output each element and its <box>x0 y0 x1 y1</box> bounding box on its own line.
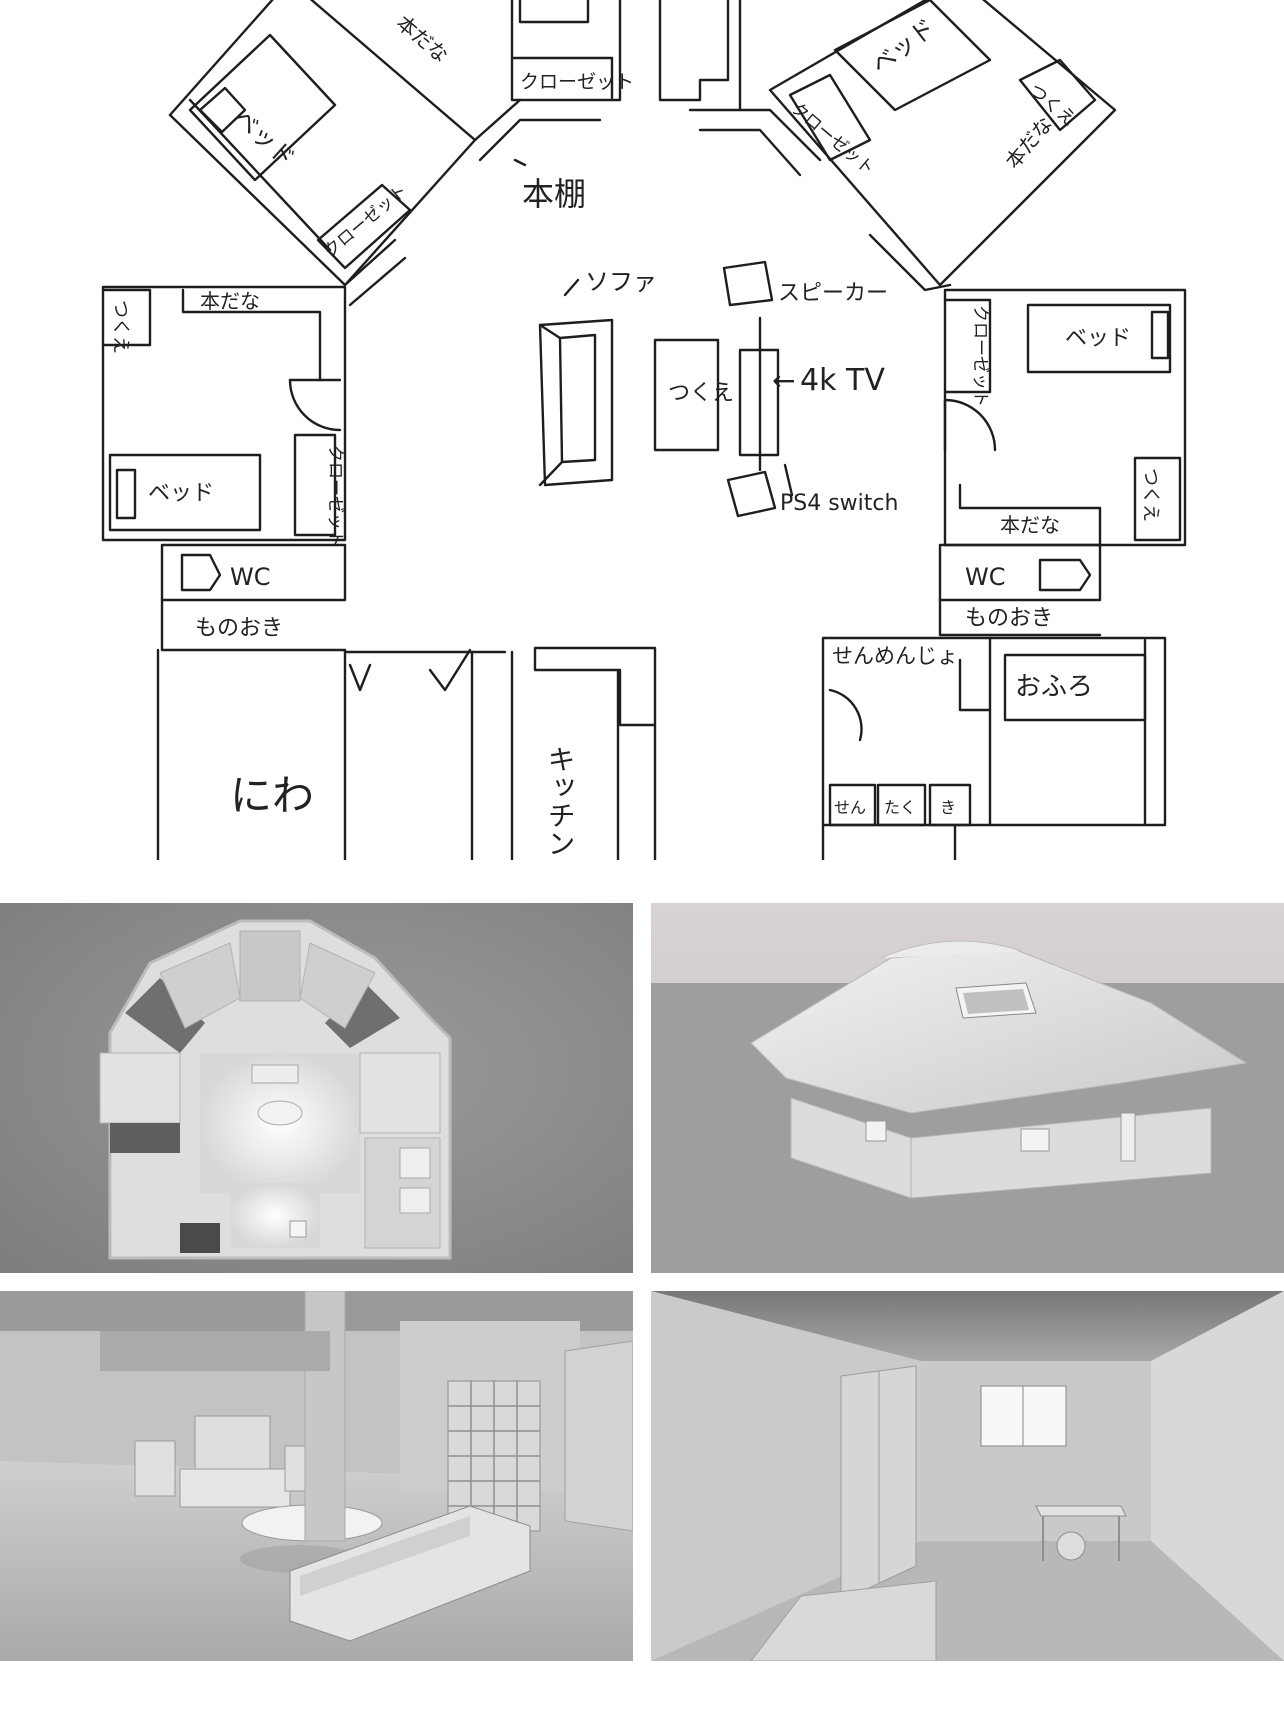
sofa-sketch <box>538 318 614 487</box>
desk <box>1035 1505 1127 1517</box>
label-bed-left: ベッド <box>148 481 214 506</box>
window-3 <box>1120 1112 1136 1162</box>
wall-room-upper-left <box>168 0 274 117</box>
label-wc-right: WC <box>965 563 1006 591</box>
bed <box>750 1580 937 1661</box>
chair <box>1056 1531 1086 1561</box>
label-tv-arrow: ← <box>772 364 795 397</box>
label-closet-right: クローゼット <box>970 305 990 407</box>
label-laundry-b: たく <box>884 798 916 817</box>
label-sofa: ソファ <box>585 268 657 296</box>
wall-wc-left <box>160 543 347 602</box>
center-desk-sketch <box>653 338 720 452</box>
label-shelf-upper-left: 本だな <box>392 10 453 67</box>
label-shelf-right: 本だな <box>1000 513 1060 537</box>
tv-stand <box>179 1468 291 1508</box>
render-living-room-view <box>0 1291 633 1661</box>
label-shelf-upper-right: 本だな <box>1000 112 1057 173</box>
label-kitchen: キッチン <box>544 745 577 857</box>
label-wc-left: WC <box>230 563 271 591</box>
label-garden: にわ <box>230 771 314 820</box>
label-washroom: せんめんじょ <box>832 644 958 668</box>
sofa <box>289 1505 531 1642</box>
label-desk-left: つくえ <box>110 300 131 354</box>
speaker-bottom <box>726 470 777 518</box>
label-speaker: スピーカー <box>778 281 888 306</box>
wall-room-left <box>101 285 347 542</box>
label-storage-right: ものおき <box>965 606 1053 631</box>
label-bath: おふろ <box>1015 672 1093 702</box>
label-bookshelf: 本棚 <box>522 175 586 213</box>
tv <box>194 1415 271 1472</box>
label-console: PS4 switch <box>780 491 898 516</box>
floor-plan-sketch: 本棚 ソファ スピーカー つくえ ← 4k TV PS4 switch クローゼ… <box>101 0 1187 860</box>
label-closet-top: クローゼット <box>520 71 634 93</box>
label-laundry-c: き <box>940 798 956 817</box>
wall-bath <box>821 636 1167 827</box>
label-shelf-left: 本だな <box>200 289 260 313</box>
label-closet-left: クローゼット <box>325 445 345 547</box>
label-desk-right: つくえ <box>1140 468 1161 522</box>
label-laundry-a: せん <box>834 798 866 817</box>
render-exterior-view <box>651 903 1284 1273</box>
wall-wc-right <box>938 543 1102 602</box>
wall-top-room <box>510 0 622 102</box>
label-tv: 4k TV <box>800 363 885 398</box>
wall-room-right <box>943 288 1187 547</box>
render-bedroom-view <box>651 1291 1284 1661</box>
render-top-view <box>0 903 633 1273</box>
label-bed-right: ベッド <box>1065 326 1131 351</box>
label-bed-upper-right: ベッド <box>866 13 940 79</box>
label-center-desk: つくえ <box>668 381 734 406</box>
label-storage-left: ものおき <box>195 616 283 641</box>
tv-sketch <box>738 348 780 457</box>
window-1 <box>865 1120 887 1142</box>
speaker-top <box>722 260 774 307</box>
window-2 <box>1020 1128 1050 1152</box>
